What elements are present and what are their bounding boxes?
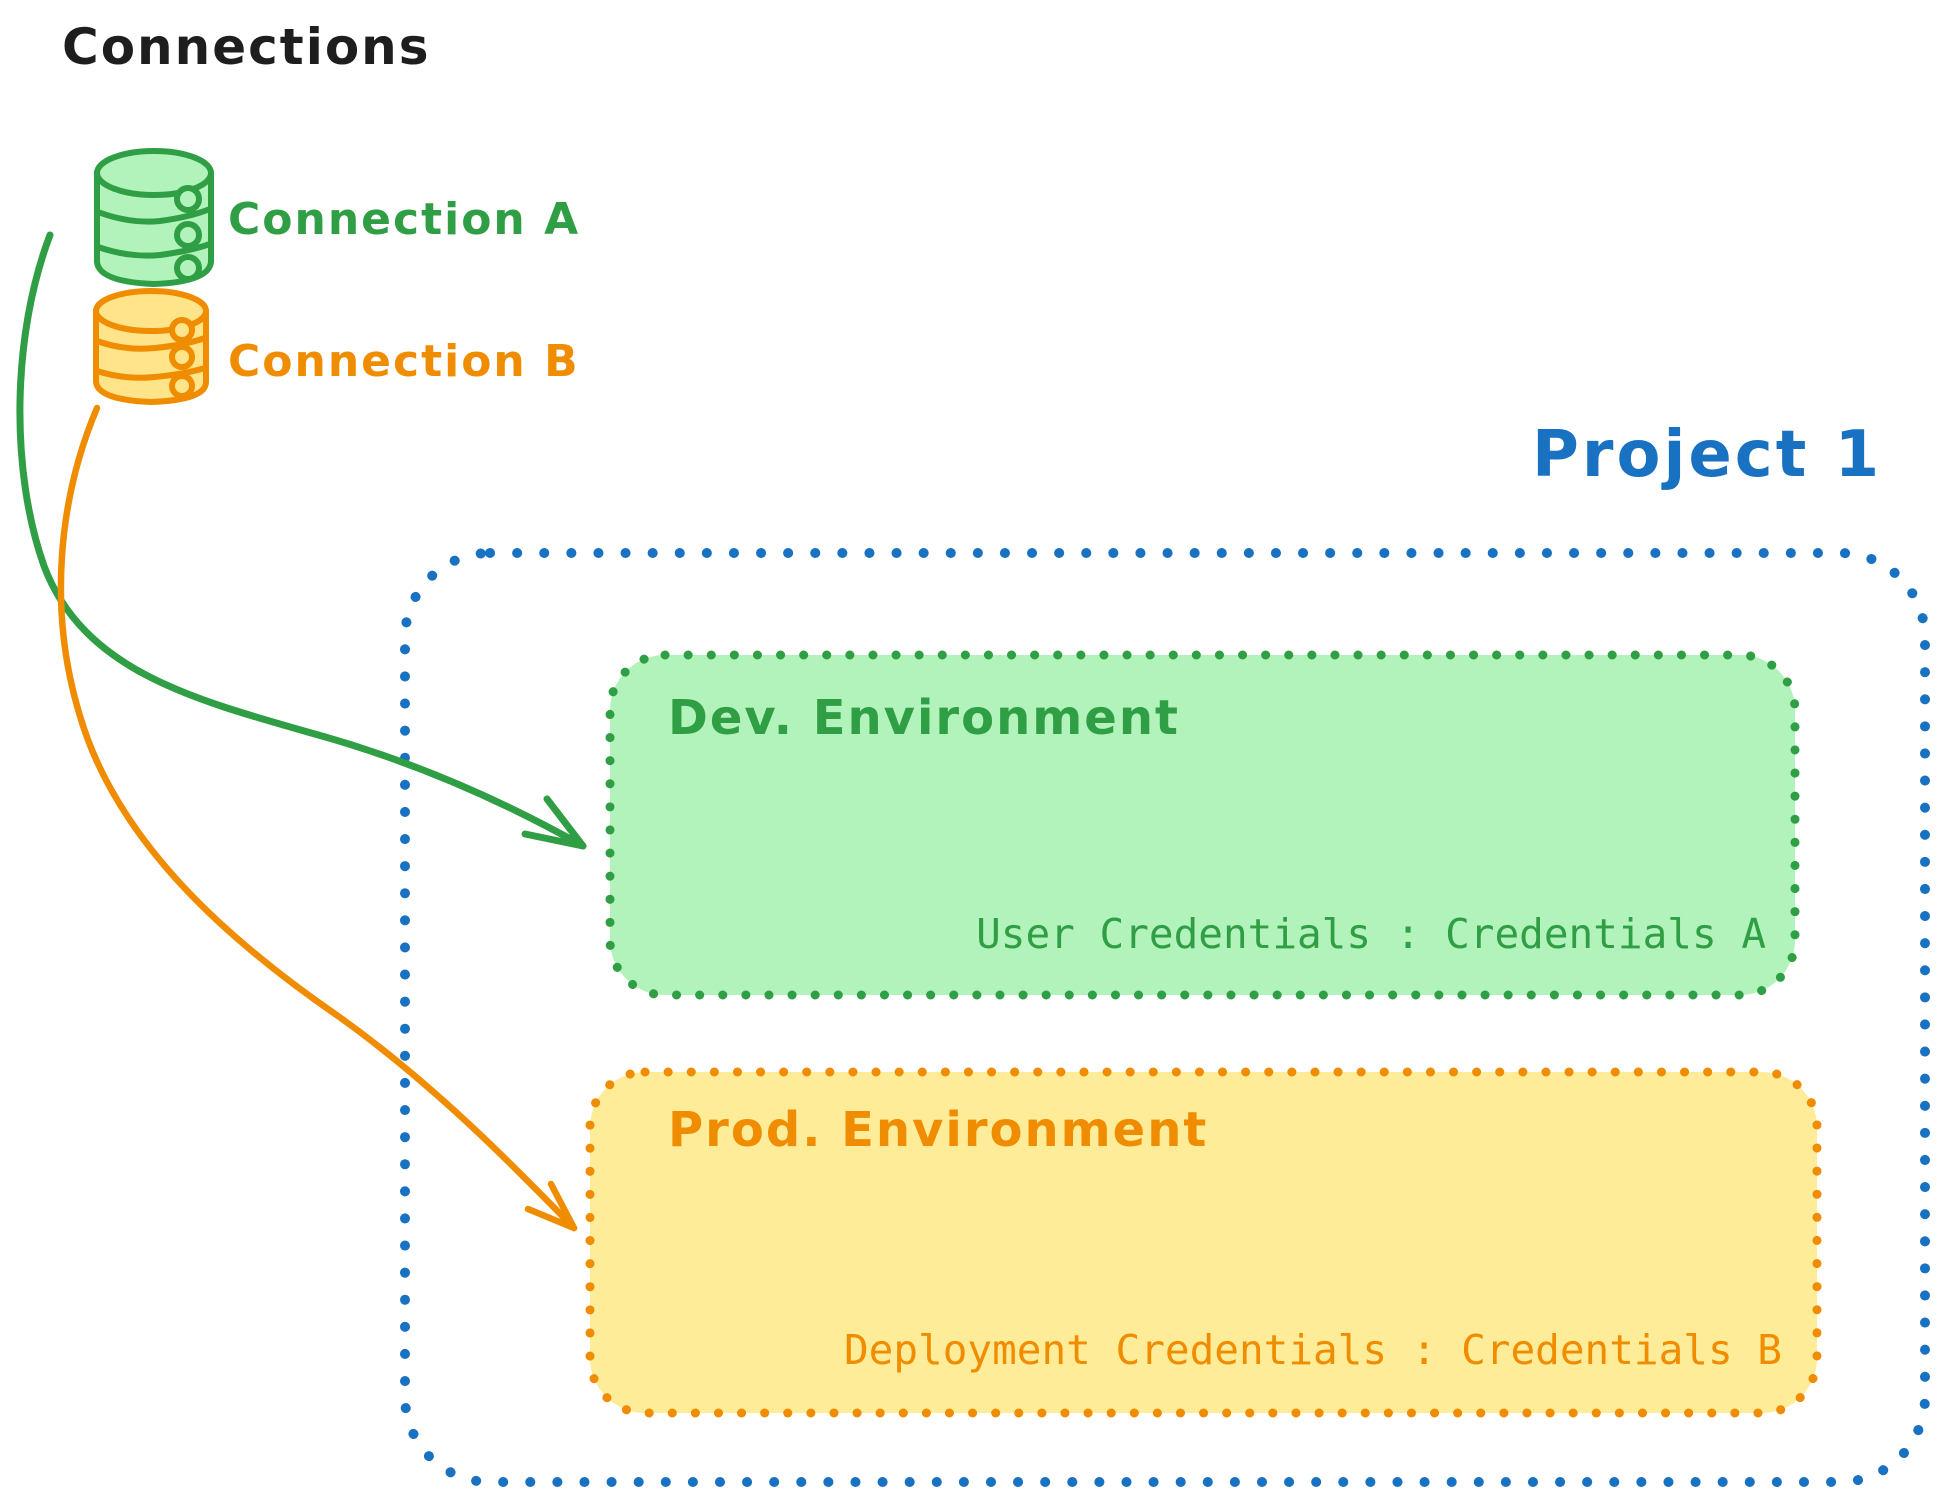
connection-b-arrow [57, 404, 578, 1232]
dev-environment-box [605, 650, 1800, 1000]
prod-environment-box [585, 1067, 1822, 1418]
project-box [400, 548, 1930, 1487]
database-icon [93, 288, 209, 405]
connection-a-arrow [16, 231, 587, 850]
connection-b-label: Connection B [228, 336, 580, 387]
dev-environment-title: Dev. Environment [668, 690, 1180, 746]
project-label: Project 1 [1532, 418, 1883, 492]
prod-environment-credentials: Deployment Credentials : Credentials B [844, 1326, 1782, 1374]
dev-environment-credentials: User Credentials : Credentials A [976, 910, 1766, 958]
prod-environment-title: Prod. Environment [668, 1102, 1209, 1158]
connection-a-label: Connection A [228, 194, 581, 245]
diagram-title: Connections [62, 18, 431, 76]
database-icon [94, 148, 214, 287]
